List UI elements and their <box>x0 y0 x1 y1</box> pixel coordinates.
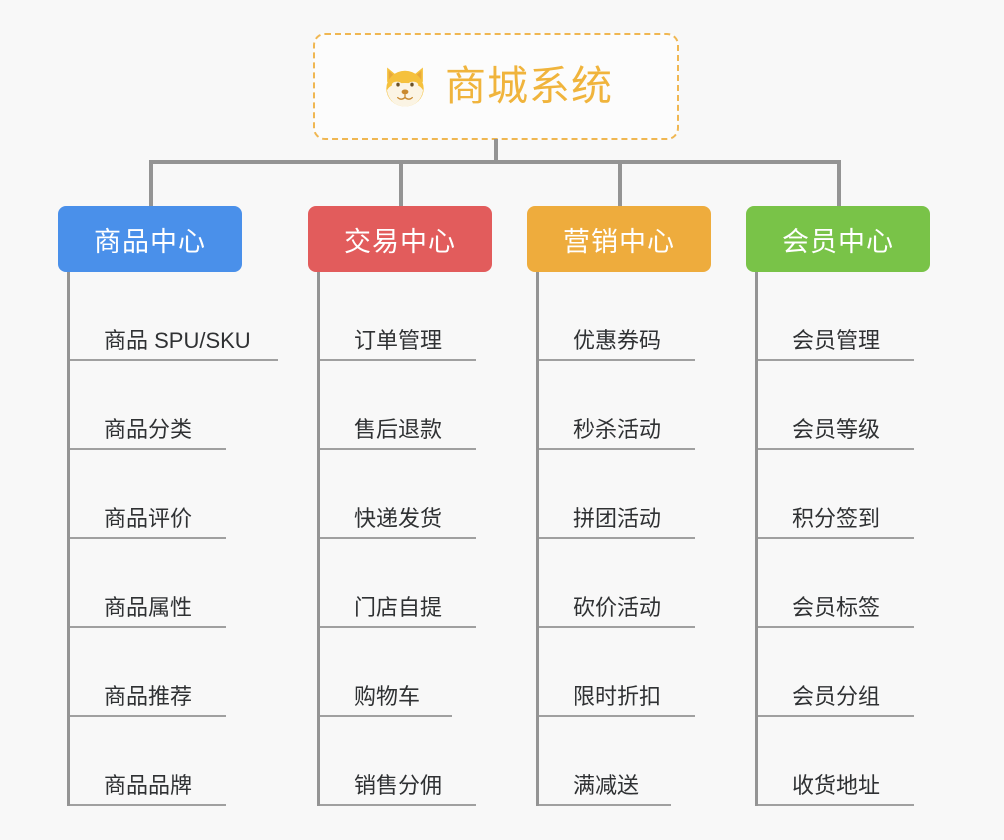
list-item-label: 积分签到 <box>792 506 881 531</box>
item-divider <box>70 715 226 717</box>
list-item-label: 快递发货 <box>354 506 443 531</box>
list-item-label: 商品品牌 <box>104 773 193 798</box>
list-item[interactable]: 会员分组 <box>758 628 930 717</box>
leaf-list-4: 会员管理 会员等级 积分签到 会员标签 会员分组 收货地址 <box>755 272 930 806</box>
connector-drop-3 <box>618 160 622 206</box>
item-divider <box>758 359 914 361</box>
list-item-label: 拼团活动 <box>573 506 662 531</box>
root-node-title: 商城系统 <box>445 63 613 109</box>
category-label-2: 交易中心 <box>344 226 456 257</box>
category-box-4[interactable]: 会员中心 <box>746 206 930 272</box>
category-label-4: 会员中心 <box>782 226 894 257</box>
list-item-label: 商品属性 <box>104 595 193 620</box>
list-item-label: 会员分组 <box>792 684 881 709</box>
list-item[interactable]: 优惠券码 <box>539 272 711 361</box>
list-item[interactable]: 满减送 <box>539 717 711 806</box>
list-item[interactable]: 商品品牌 <box>70 717 242 806</box>
item-divider <box>539 715 695 717</box>
list-item[interactable]: 商品评价 <box>70 450 242 539</box>
list-item[interactable]: 收货地址 <box>758 717 930 806</box>
item-divider <box>758 715 914 717</box>
list-item-label: 限时折扣 <box>573 684 662 709</box>
list-item-label: 满减送 <box>573 773 640 798</box>
connector-drop-4 <box>837 160 841 206</box>
list-item[interactable]: 商品 SPU/SKU <box>70 272 278 361</box>
item-divider <box>758 537 914 539</box>
item-divider <box>758 626 914 628</box>
list-item[interactable]: 商品推荐 <box>70 628 242 717</box>
item-divider <box>758 804 914 806</box>
item-divider <box>70 626 226 628</box>
list-item-label: 商品 SPU/SKU <box>104 328 251 353</box>
item-divider <box>70 359 278 361</box>
category-box-2[interactable]: 交易中心 <box>308 206 492 272</box>
branch-column-2: 交易中心 订单管理 售后退款 快递发货 门店自提 购物车 <box>308 206 492 806</box>
list-item[interactable]: 销售分佣 <box>320 717 492 806</box>
list-item[interactable]: 秒杀活动 <box>539 361 711 450</box>
list-item-label: 优惠券码 <box>573 328 662 353</box>
item-divider <box>539 448 695 450</box>
leaf-list-3: 优惠券码 秒杀活动 拼团活动 砍价活动 限时折扣 满减送 <box>536 272 711 806</box>
list-item-label: 会员等级 <box>792 417 881 442</box>
list-item[interactable]: 购物车 <box>320 628 492 717</box>
list-item[interactable]: 限时折扣 <box>539 628 711 717</box>
list-item[interactable]: 快递发货 <box>320 450 492 539</box>
list-item[interactable]: 订单管理 <box>320 272 492 361</box>
item-divider <box>539 359 695 361</box>
connector-root-stem <box>494 139 498 164</box>
item-divider <box>539 804 671 806</box>
item-divider <box>70 804 226 806</box>
branch-column-3: 营销中心 优惠券码 秒杀活动 拼团活动 砍价活动 限时折扣 <box>527 206 711 806</box>
list-item-label: 收货地址 <box>792 773 881 798</box>
item-divider <box>320 715 452 717</box>
item-divider <box>539 537 695 539</box>
item-divider <box>320 804 476 806</box>
list-item-label: 商品评价 <box>104 506 193 531</box>
list-item-label: 商品分类 <box>104 417 193 442</box>
list-item-label: 秒杀活动 <box>573 417 662 442</box>
list-item-label: 购物车 <box>354 684 421 709</box>
leaf-list-1: 商品 SPU/SKU 商品分类 商品评价 商品属性 商品推荐 商品品牌 <box>67 272 278 806</box>
branch-column-4: 会员中心 会员管理 会员等级 积分签到 会员标签 会员分组 <box>746 206 930 806</box>
category-box-3[interactable]: 营销中心 <box>527 206 711 272</box>
list-item[interactable]: 售后退款 <box>320 361 492 450</box>
list-item-label: 会员管理 <box>792 328 881 353</box>
connector-drop-2 <box>399 160 403 206</box>
list-item[interactable]: 砍价活动 <box>539 539 711 628</box>
shiba-dog-face-icon <box>386 67 424 107</box>
connector-horizontal-bus <box>150 160 838 164</box>
list-item[interactable]: 拼团活动 <box>539 450 711 539</box>
root-node-card[interactable]: 商城系统 <box>313 33 679 140</box>
list-item[interactable]: 会员管理 <box>758 272 930 361</box>
list-item[interactable]: 门店自提 <box>320 539 492 628</box>
item-divider <box>539 626 695 628</box>
list-item[interactable]: 会员标签 <box>758 539 930 628</box>
item-divider <box>320 448 476 450</box>
leaf-list-2: 订单管理 售后退款 快递发货 门店自提 购物车 销售分佣 <box>317 272 492 806</box>
category-box-1[interactable]: 商品中心 <box>58 206 242 272</box>
list-item[interactable]: 积分签到 <box>758 450 930 539</box>
list-item[interactable]: 商品属性 <box>70 539 242 628</box>
list-item-label: 砍价活动 <box>573 595 662 620</box>
item-divider <box>320 359 476 361</box>
list-item-label: 会员标签 <box>792 595 881 620</box>
list-item-label: 售后退款 <box>354 417 443 442</box>
item-divider <box>70 537 226 539</box>
branch-column-1: 商品中心 商品 SPU/SKU 商品分类 商品评价 商品属性 商品推荐 <box>58 206 278 806</box>
list-item-label: 订单管理 <box>354 328 443 353</box>
item-divider <box>320 537 476 539</box>
item-divider <box>758 448 914 450</box>
list-item[interactable]: 会员等级 <box>758 361 930 450</box>
list-item-label: 销售分佣 <box>354 773 443 798</box>
list-item-label: 商品推荐 <box>104 684 193 709</box>
category-label-3: 营销中心 <box>563 226 675 257</box>
connector-drop-1 <box>149 160 153 206</box>
item-divider <box>320 626 476 628</box>
category-label-1: 商品中心 <box>94 226 206 257</box>
list-item-label: 门店自提 <box>354 595 443 620</box>
list-item[interactable]: 商品分类 <box>70 361 242 450</box>
item-divider <box>70 448 226 450</box>
